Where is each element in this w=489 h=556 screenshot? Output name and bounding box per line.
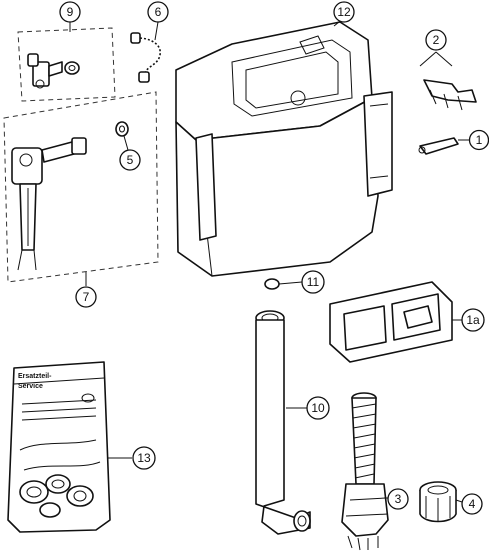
callout-1a: 1a xyxy=(461,308,485,332)
fill-valve xyxy=(11,137,87,271)
part-1a-actuator-frame xyxy=(329,281,462,363)
callout-1-label: 1 xyxy=(476,133,483,147)
part-12-cistern xyxy=(175,17,393,290)
part-2-brackets xyxy=(419,51,477,111)
angle-valve xyxy=(27,53,63,89)
callout-1a-label: 1a xyxy=(466,313,480,327)
valve-nut xyxy=(64,61,80,75)
callout-7-label: 7 xyxy=(83,290,90,304)
callout-7: 7 xyxy=(75,286,97,308)
callout-10-label: 10 xyxy=(311,401,325,415)
callout-11: 11 xyxy=(301,270,325,294)
callout-2-label: 2 xyxy=(433,33,440,47)
callout-4: 4 xyxy=(461,493,483,515)
bag-title-line1: Ersatzteil- xyxy=(18,373,52,380)
bag-title-line2: Service xyxy=(18,383,43,390)
part-1-pin xyxy=(418,137,470,155)
callout-12-label: 12 xyxy=(337,5,351,19)
part-10-flush-pipe xyxy=(255,310,311,535)
callout-1: 1 xyxy=(468,129,489,151)
part-6-flex-hose xyxy=(130,21,162,83)
callout-3-label: 3 xyxy=(395,492,402,506)
part-7-fill-valve-group xyxy=(3,91,159,286)
callout-9-label: 9 xyxy=(67,5,74,19)
callout-5: 5 xyxy=(119,149,141,171)
part-4-coupling xyxy=(419,481,463,523)
part-11-outlet xyxy=(264,278,303,290)
part-13-spare-parts-bag: Ersatzteil- Service xyxy=(7,361,132,533)
callout-9: 9 xyxy=(59,1,81,23)
callout-2: 2 xyxy=(425,29,447,51)
callout-4-label: 4 xyxy=(469,497,476,511)
callout-10: 10 xyxy=(306,396,330,420)
callout-13-label: 13 xyxy=(137,451,151,465)
bag-contents xyxy=(19,439,101,518)
callout-5-label: 5 xyxy=(127,153,134,167)
callout-12: 12 xyxy=(333,1,355,23)
part-3-connector xyxy=(341,392,389,551)
callout-13: 13 xyxy=(132,446,156,470)
callout-6-label: 6 xyxy=(155,5,162,19)
callout-6: 6 xyxy=(147,1,169,23)
callout-11-label: 11 xyxy=(307,275,320,289)
callout-3: 3 xyxy=(387,488,409,510)
part-9-angle-valve-group xyxy=(17,22,116,102)
part-5-seal xyxy=(115,121,129,151)
